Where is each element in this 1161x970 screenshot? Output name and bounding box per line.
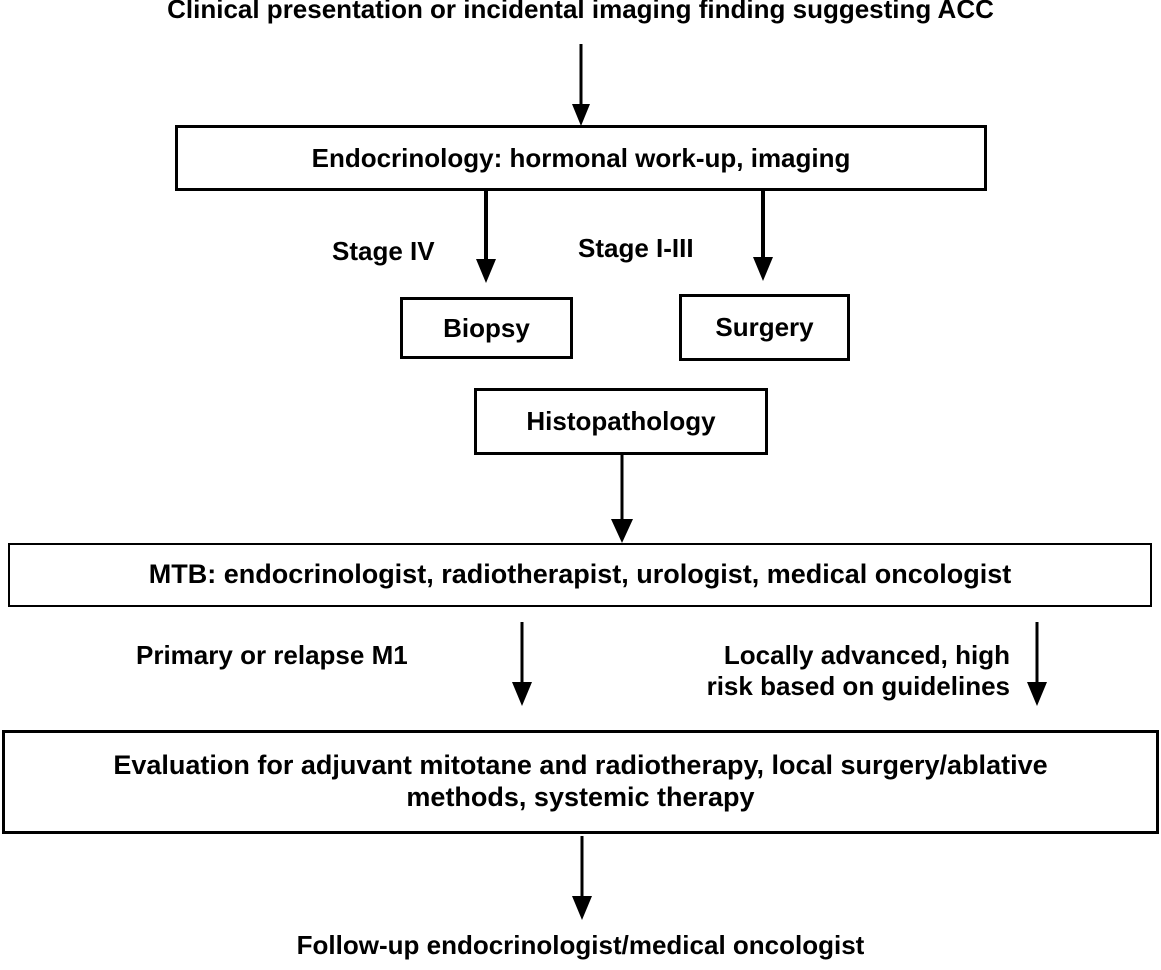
edge-label-stage-i-iii: Stage I-III — [578, 233, 694, 263]
node-histopathology[interactable]: Histopathology — [474, 388, 768, 455]
node-endocrinology[interactable]: Endocrinology: hormonal work-up, imaging — [175, 125, 987, 191]
edge-label-locally-advanced: Locally advanced, high risk based on gui… — [706, 640, 1010, 701]
edge-label-stage-iv: Stage IV — [332, 236, 435, 266]
arrow-histopathology-to-mtb — [604, 455, 640, 545]
node-follow-up: Follow-up endocrinologist/medical oncolo… — [296, 930, 865, 960]
node-evaluation[interactable]: Evaluation for adjuvant mitotane and rad… — [2, 730, 1159, 834]
node-mtb[interactable]: MTB: endocrinologist, radiotherapist, ur… — [8, 543, 1152, 607]
edge-label-primary-relapse-m1: Primary or relapse M1 — [136, 640, 408, 670]
arrow-endocrinology-to-biopsy — [468, 191, 504, 285]
arrow-presentation-to-endocrinology — [563, 44, 599, 128]
node-surgery[interactable]: Surgery — [679, 294, 850, 361]
arrow-mtb-to-evaluation-right — [1019, 622, 1055, 708]
arrow-mtb-to-evaluation-left — [504, 622, 540, 708]
node-clinical-presentation: Clinical presentation or incidental imag… — [167, 0, 994, 24]
arrow-endocrinology-to-surgery — [745, 191, 781, 283]
node-biopsy[interactable]: Biopsy — [400, 297, 573, 359]
arrow-evaluation-to-followup — [564, 836, 600, 922]
